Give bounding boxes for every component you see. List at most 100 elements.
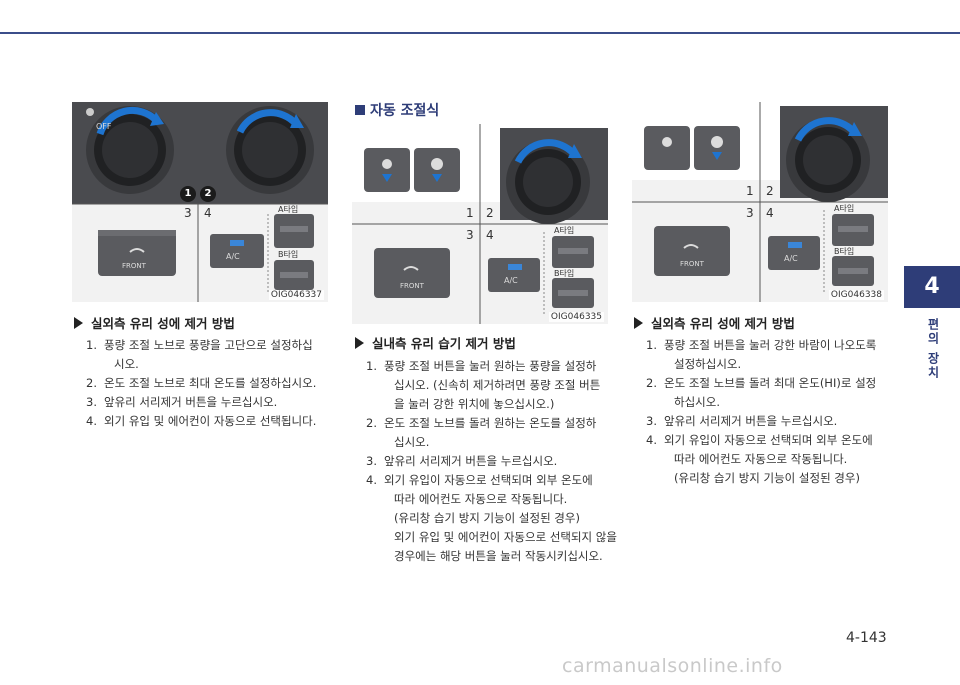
step-line: 따라 에어컨도 자동으로 작동됩니다. bbox=[394, 492, 568, 506]
step-line: 온도 조절 노브를 돌려 원하는 온도를 설정하 bbox=[384, 416, 597, 430]
list-item: 3.앞유리 서리제거 버튼을 누르십시오. bbox=[364, 452, 626, 471]
step-line: 풍량 조절 버튼을 눌러 원하는 풍량을 설정하 bbox=[384, 359, 597, 373]
auto-climate-defrost-illustration bbox=[632, 102, 888, 302]
step-line: 설정하십시오. bbox=[674, 357, 742, 371]
step-line: 앞유리 서리제거 버튼을 누르십시오. bbox=[664, 414, 838, 428]
callout-label-4: 4 bbox=[204, 206, 212, 220]
step-number: 1. bbox=[646, 338, 657, 352]
arrow-down-icon bbox=[432, 174, 442, 182]
figure-manual-climate-defrost: OFF 1 2 3 4 A타입 B타입 FRONT A/C OIG046337 bbox=[72, 102, 328, 302]
step-line: 시오. bbox=[114, 357, 139, 371]
step-line: 풍량 조절 버튼을 눌러 강한 바람이 나오도록 bbox=[664, 338, 877, 352]
step-number: 4. bbox=[646, 433, 657, 447]
watermark-text: carmanualsonline.info bbox=[562, 655, 783, 677]
section-title-text: 자동 조절식 bbox=[370, 103, 440, 119]
step-number: 3. bbox=[366, 454, 377, 468]
step-number: 3. bbox=[646, 414, 657, 428]
subhead-middle: 실내측 유리 습기 제거 방법 bbox=[355, 333, 516, 352]
ac-label: A/C bbox=[784, 254, 798, 263]
type-b-label: B타입 bbox=[278, 250, 299, 259]
figure-code: OIG046338 bbox=[828, 290, 884, 300]
callout-label-1: 1 bbox=[746, 184, 754, 198]
ac-indicator bbox=[788, 242, 802, 248]
step-line: 풍량 조절 노브로 풍량을 고단으로 설정하십 bbox=[104, 338, 313, 352]
step-line: 외기 유입이 자동으로 선택되며 외부 온도에 bbox=[664, 433, 873, 447]
subhead-left-text: 실외측 유리 성에 제거 방법 bbox=[91, 316, 235, 331]
knob-off-label: OFF bbox=[96, 122, 112, 131]
type-b-label: B타입 bbox=[834, 247, 855, 256]
triangle-bullet-icon bbox=[634, 317, 643, 329]
step-line: 을 눌러 강한 위치에 놓으십시오.) bbox=[394, 397, 555, 411]
defrost-icon bbox=[403, 266, 419, 271]
defrost-icon bbox=[129, 248, 145, 253]
triangle-bullet-icon bbox=[74, 317, 83, 329]
front-label: FRONT bbox=[122, 262, 146, 270]
chapter-tab: 4 bbox=[904, 266, 960, 308]
step-line: (유리창 습기 방지 기능이 설정된 경우) bbox=[674, 471, 860, 485]
front-label: FRONT bbox=[400, 282, 424, 290]
subhead-right-text: 실외측 유리 성에 제거 방법 bbox=[651, 316, 795, 331]
step-line: 온도 조절 노브로 최대 온도를 설정하십시오. bbox=[104, 376, 317, 390]
subhead-middle-text: 실내측 유리 습기 제거 방법 bbox=[372, 336, 516, 351]
list-item: 4. 외기 유입 및 에어컨이 자동으로 선택됩니다. bbox=[84, 412, 336, 431]
step-line: 외기 유입 및 에어컨이 자동으로 선택되지 않을 bbox=[394, 530, 617, 544]
fan-low-icon bbox=[382, 159, 392, 169]
step-line: 십시오. bbox=[394, 435, 430, 449]
callout-label-4: 4 bbox=[486, 228, 494, 242]
callout-badge-1: 1 bbox=[180, 186, 196, 202]
step-line: 따라 에어컨도 자동으로 작동됩니다. bbox=[674, 452, 848, 466]
figure-code: OIG046337 bbox=[268, 290, 324, 300]
type-b-label: B타입 bbox=[554, 269, 575, 278]
type-a-label: A타입 bbox=[554, 226, 575, 235]
step-line: 외기 유입 및 에어컨이 자동으로 선택됩니다. bbox=[104, 414, 317, 428]
fan-high-icon bbox=[431, 158, 443, 170]
step-line: (유리창 습기 방지 기능이 설정된 경우) bbox=[394, 511, 580, 525]
callout-label-3: 3 bbox=[184, 206, 192, 220]
step-number: 1. bbox=[86, 338, 97, 352]
square-bullet-icon bbox=[355, 105, 365, 115]
step-line: 경우에는 해당 버튼을 눌러 작동시키십시오. bbox=[394, 549, 603, 563]
figure-auto-climate-defog: 1 2 3 4 A타입 B타입 FRONT A/C OIG046335 bbox=[352, 124, 608, 324]
triangle-bullet-icon bbox=[355, 337, 364, 349]
ac-label: A/C bbox=[504, 276, 518, 285]
arrow-down-icon bbox=[382, 174, 392, 182]
callout-label-2: 2 bbox=[486, 206, 494, 220]
figure-auto-climate-defrost: 1 2 3 4 A타입 B타입 FRONT A/C OIG046338 bbox=[632, 102, 888, 302]
list-item: 3. 앞유리 서리제거 버튼을 누르십시오. bbox=[644, 412, 898, 431]
callout-badge-2: 2 bbox=[200, 186, 216, 202]
callout-label-2: 2 bbox=[766, 184, 774, 198]
fan-high-icon bbox=[711, 136, 723, 148]
ac-indicator bbox=[230, 240, 244, 246]
step-line: 온도 조절 노브를 돌려 최대 온도(HI)로 설정 bbox=[664, 376, 877, 390]
subhead-left: 실외측 유리 성에 제거 방법 bbox=[74, 313, 235, 332]
step-line: 외기 유입이 자동으로 선택되며 외부 온도에 bbox=[384, 473, 593, 487]
list-item: 2. 온도 조절 노브로 최대 온도를 설정하십시오. bbox=[84, 374, 336, 393]
step-number: 1. bbox=[366, 359, 377, 373]
list-item: 3. 앞유리 서리제거 버튼을 누르십시오. bbox=[84, 393, 336, 412]
ac-label: A/C bbox=[226, 252, 240, 261]
step-number: 4. bbox=[86, 414, 97, 428]
front-label: FRONT bbox=[680, 260, 704, 268]
subhead-right: 실외측 유리 성에 제거 방법 bbox=[634, 313, 795, 332]
fan-icon bbox=[86, 108, 94, 116]
figure-code: OIG046335 bbox=[548, 312, 604, 322]
step-line: 앞유리 서리제거 버튼을 누르십시오. bbox=[104, 395, 278, 409]
callout-label-1: 1 bbox=[466, 206, 474, 220]
auto-climate-illustration bbox=[352, 124, 608, 324]
type-a-label: A타입 bbox=[834, 204, 855, 213]
step-number: 2. bbox=[86, 376, 97, 390]
step-number: 3. bbox=[86, 395, 97, 409]
chapter-label: 편의 장치 bbox=[926, 318, 940, 381]
callout-label-3: 3 bbox=[466, 228, 474, 242]
header-rule bbox=[0, 32, 960, 34]
section-title: 자동 조절식 bbox=[355, 100, 439, 120]
ac-indicator bbox=[508, 264, 522, 270]
step-number: 2. bbox=[366, 416, 377, 430]
arrow-down-icon bbox=[712, 152, 722, 160]
